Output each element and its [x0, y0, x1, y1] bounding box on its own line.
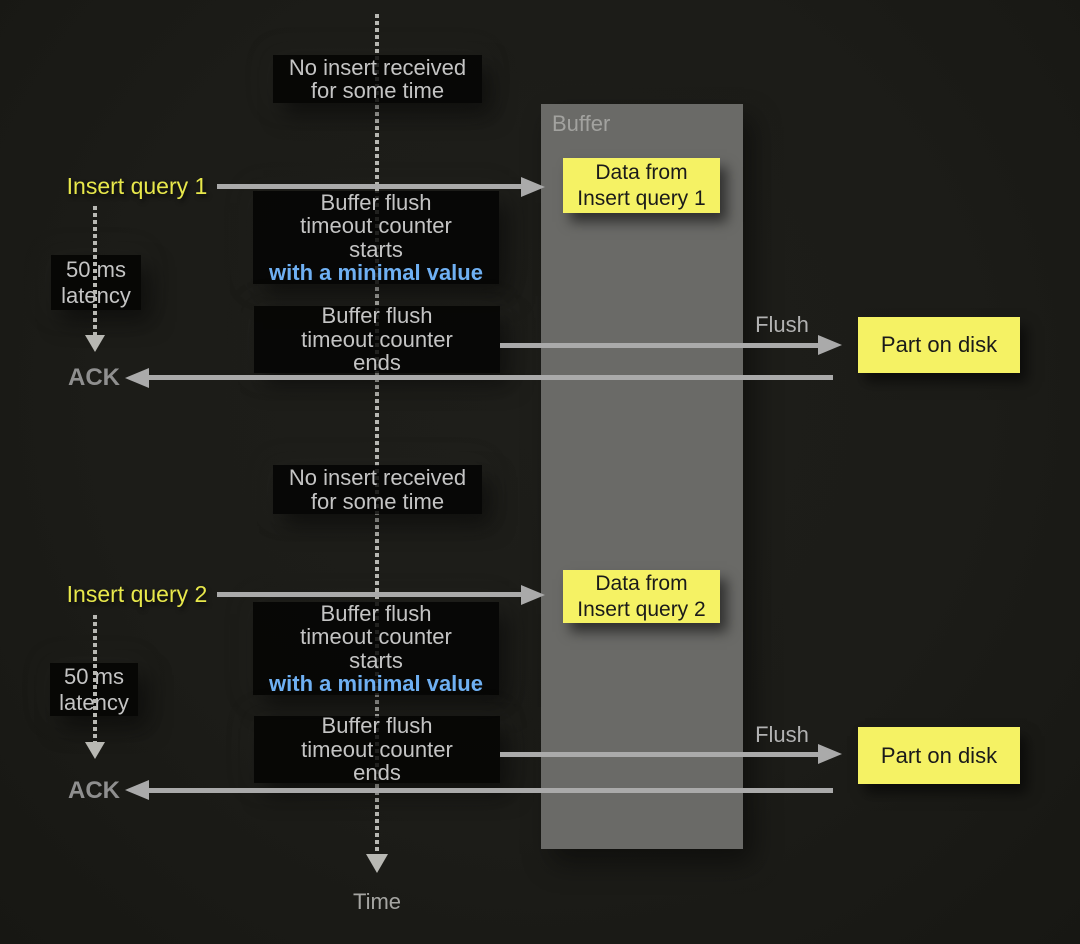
ack-arrow-1-head-icon	[125, 368, 149, 388]
counter-ends-box-1: Buffer flush timeout counter ends	[254, 303, 500, 376]
counter-line-1: Buffer flush	[321, 303, 433, 329]
flush-arrow-1-head-icon	[818, 335, 842, 355]
data-note-line-1: Data from	[595, 571, 688, 595]
latency-dotted-arrow-1-head-icon	[85, 335, 105, 352]
time-axis-dotted-line	[375, 14, 379, 854]
flush-label-1: Flush	[755, 312, 809, 337]
data-note-line-2: Insert query 1	[577, 186, 706, 210]
insert-query-2-arrow-head-icon	[521, 585, 545, 605]
insert-query-1-arrow-head-icon	[521, 177, 545, 197]
latency-dotted-arrow-2-line	[93, 615, 97, 742]
buffer-data-note-2: Data from Insert query 2	[563, 570, 720, 623]
part-on-disk-text: Part on disk	[880, 332, 998, 357]
buffer-panel: Buffer	[541, 104, 743, 849]
part-on-disk-note-1: Part on disk	[858, 317, 1020, 373]
time-axis-arrow-head-icon	[366, 854, 388, 873]
flush-label-2: Flush	[755, 722, 809, 747]
ack-label-2: ACK	[68, 777, 120, 804]
flush-arrow-1-line	[500, 343, 818, 348]
data-note-line-2: Insert query 2	[577, 597, 706, 621]
no-insert-line-2: for some time	[310, 488, 445, 514]
no-insert-received-box-1: No insert received for some time	[273, 55, 482, 103]
counter-line-2: timeout counter	[301, 326, 453, 352]
ack-arrow-1-line	[149, 375, 833, 380]
no-insert-received-box-2: No insert received for some time	[273, 465, 482, 514]
counter-line-2: timeout counter	[300, 213, 452, 238]
buffer-title: Buffer	[552, 111, 611, 136]
part-on-disk-text: Part on disk	[880, 742, 998, 768]
no-insert-line-1: No insert received	[288, 54, 467, 80]
ack-label-1: ACK	[68, 364, 120, 391]
counter-starts-word: starts	[349, 647, 403, 673]
insert-query-2-label: Insert query 2	[66, 581, 208, 607]
counter-starts-box-1: Buffer flush timeout counter starts with…	[253, 189, 499, 285]
time-axis-label: Time	[352, 889, 402, 914]
counter-ends-word: ends	[353, 350, 401, 376]
counter-minimal-value-highlight: with a minimal value	[269, 671, 483, 696]
latency-dotted-arrow-1-line	[93, 206, 97, 335]
counter-line-1: Buffer flush	[320, 189, 432, 215]
insert-query-1-arrow-line	[217, 184, 521, 189]
counter-starts-box-2: Buffer flush timeout counter starts with…	[253, 600, 499, 696]
ack-arrow-2-line	[149, 788, 833, 793]
insert-query-1-label: Insert query 1	[66, 173, 208, 199]
counter-starts-word: starts	[349, 236, 403, 262]
flush-arrow-2-head-icon	[818, 744, 842, 764]
counter-ends-word: ends	[353, 760, 401, 786]
latency-dotted-arrow-2-head-icon	[85, 742, 105, 759]
no-insert-line-2: for some time	[310, 78, 445, 103]
insert-query-2-arrow-line	[217, 592, 521, 597]
counter-minimal-value-highlight: with a minimal value	[269, 260, 483, 285]
buffer-data-note-1: Data from Insert query 1	[563, 158, 720, 213]
counter-line-2: timeout counter	[301, 736, 453, 762]
part-on-disk-note-2: Part on disk	[858, 727, 1020, 784]
data-note-line-1: Data from	[595, 160, 688, 184]
counter-line-1: Buffer flush	[320, 600, 432, 626]
counter-line-2: timeout counter	[300, 624, 452, 649]
counter-line-1: Buffer flush	[321, 713, 433, 739]
ack-arrow-2-head-icon	[125, 780, 149, 800]
no-insert-line-1: No insert received	[288, 465, 467, 490]
counter-ends-box-2: Buffer flush timeout counter ends	[254, 713, 500, 786]
flush-arrow-2-line	[500, 752, 818, 757]
